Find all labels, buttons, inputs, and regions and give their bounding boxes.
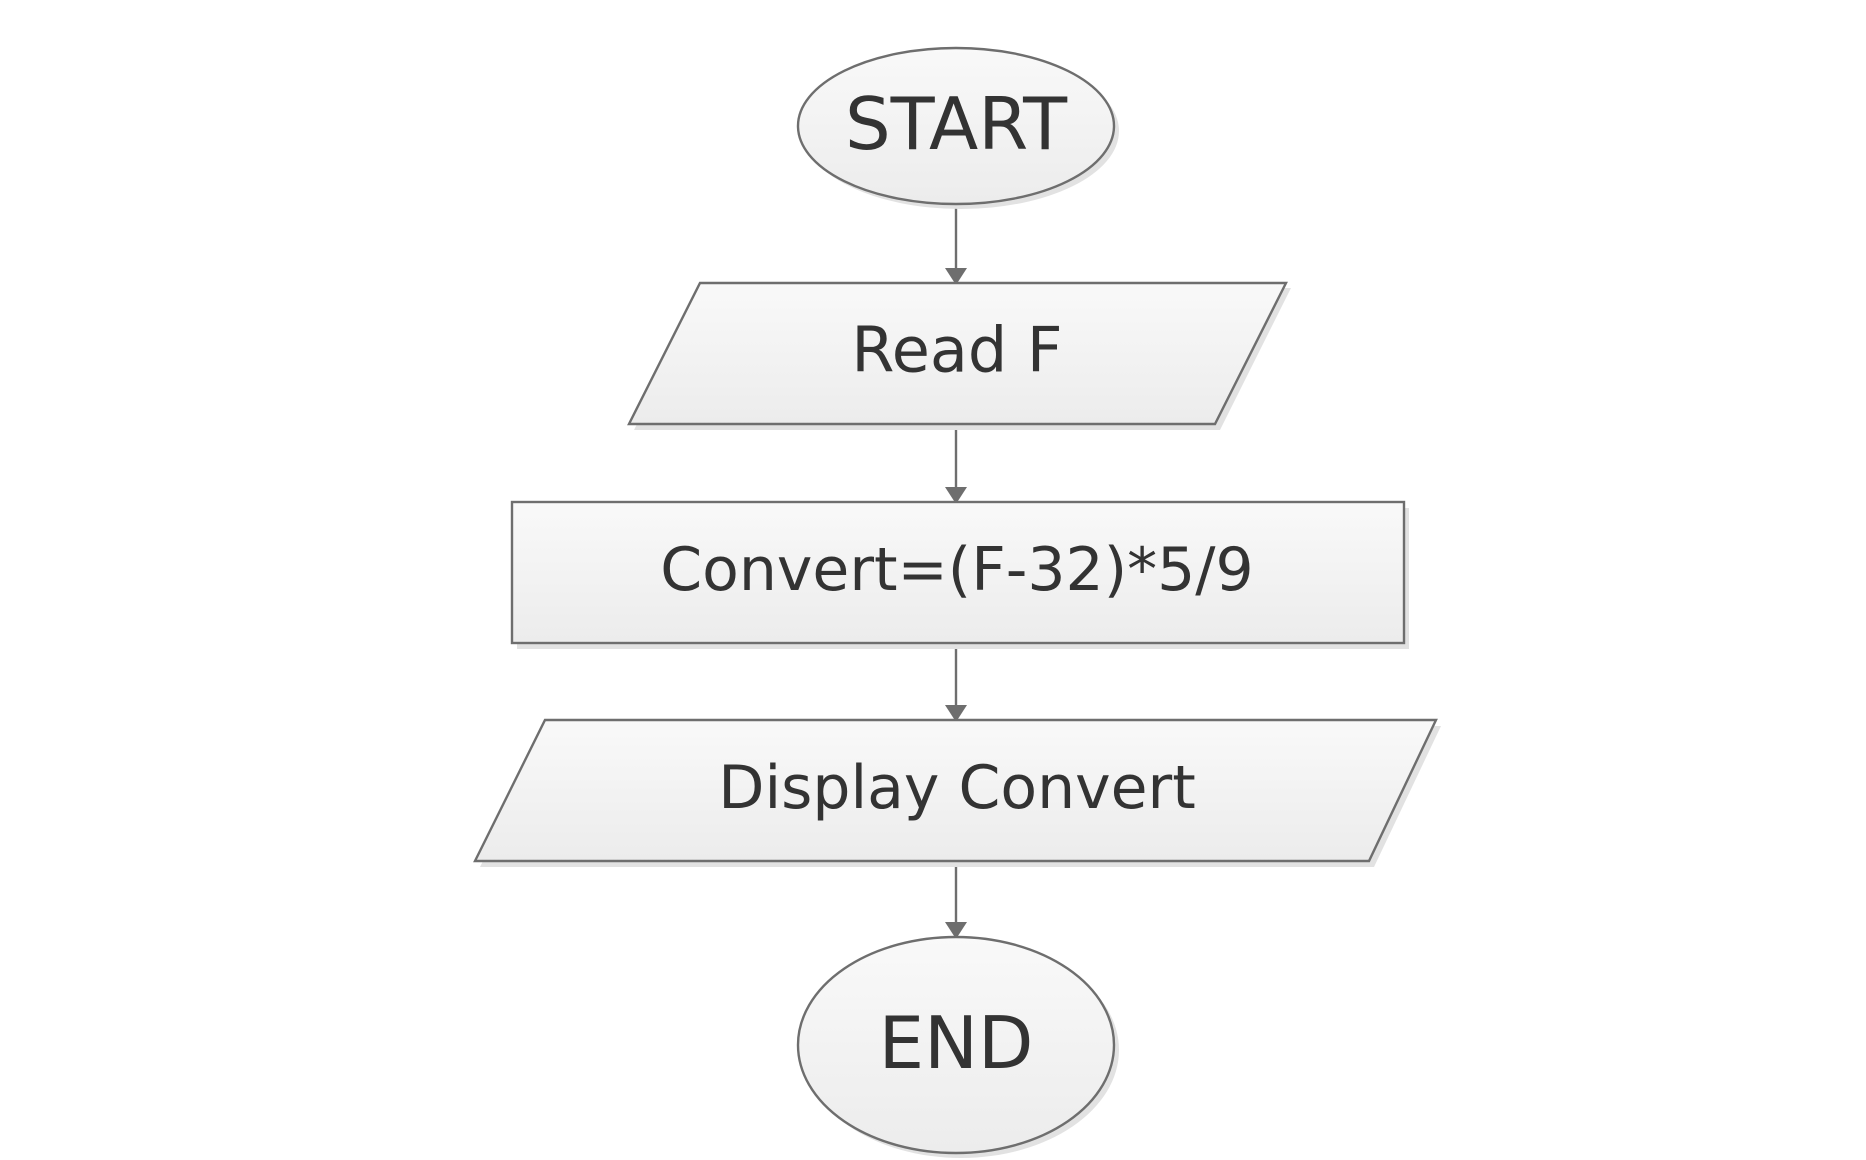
end-node: END	[796, 935, 1119, 1158]
start-node-label: START	[845, 82, 1068, 166]
convert-process-node-label: Convert=(F-32)*5/9	[660, 535, 1253, 605]
end-node-label: END	[879, 1001, 1034, 1085]
convert-process-node: Convert=(F-32)*5/9	[510, 500, 1409, 649]
connector-read-to-convert	[945, 424, 967, 504]
display-convert-node: Display Convert	[473, 718, 1441, 867]
connector-convert-to-display	[945, 643, 967, 722]
read-f-node: Read F	[627, 281, 1291, 430]
connector-display-to-end	[945, 861, 967, 939]
display-convert-node-label: Display Convert	[718, 753, 1195, 823]
connector-start-to-read	[945, 204, 967, 285]
read-f-node-label: Read F	[851, 314, 1062, 387]
start-node: START	[796, 46, 1119, 209]
